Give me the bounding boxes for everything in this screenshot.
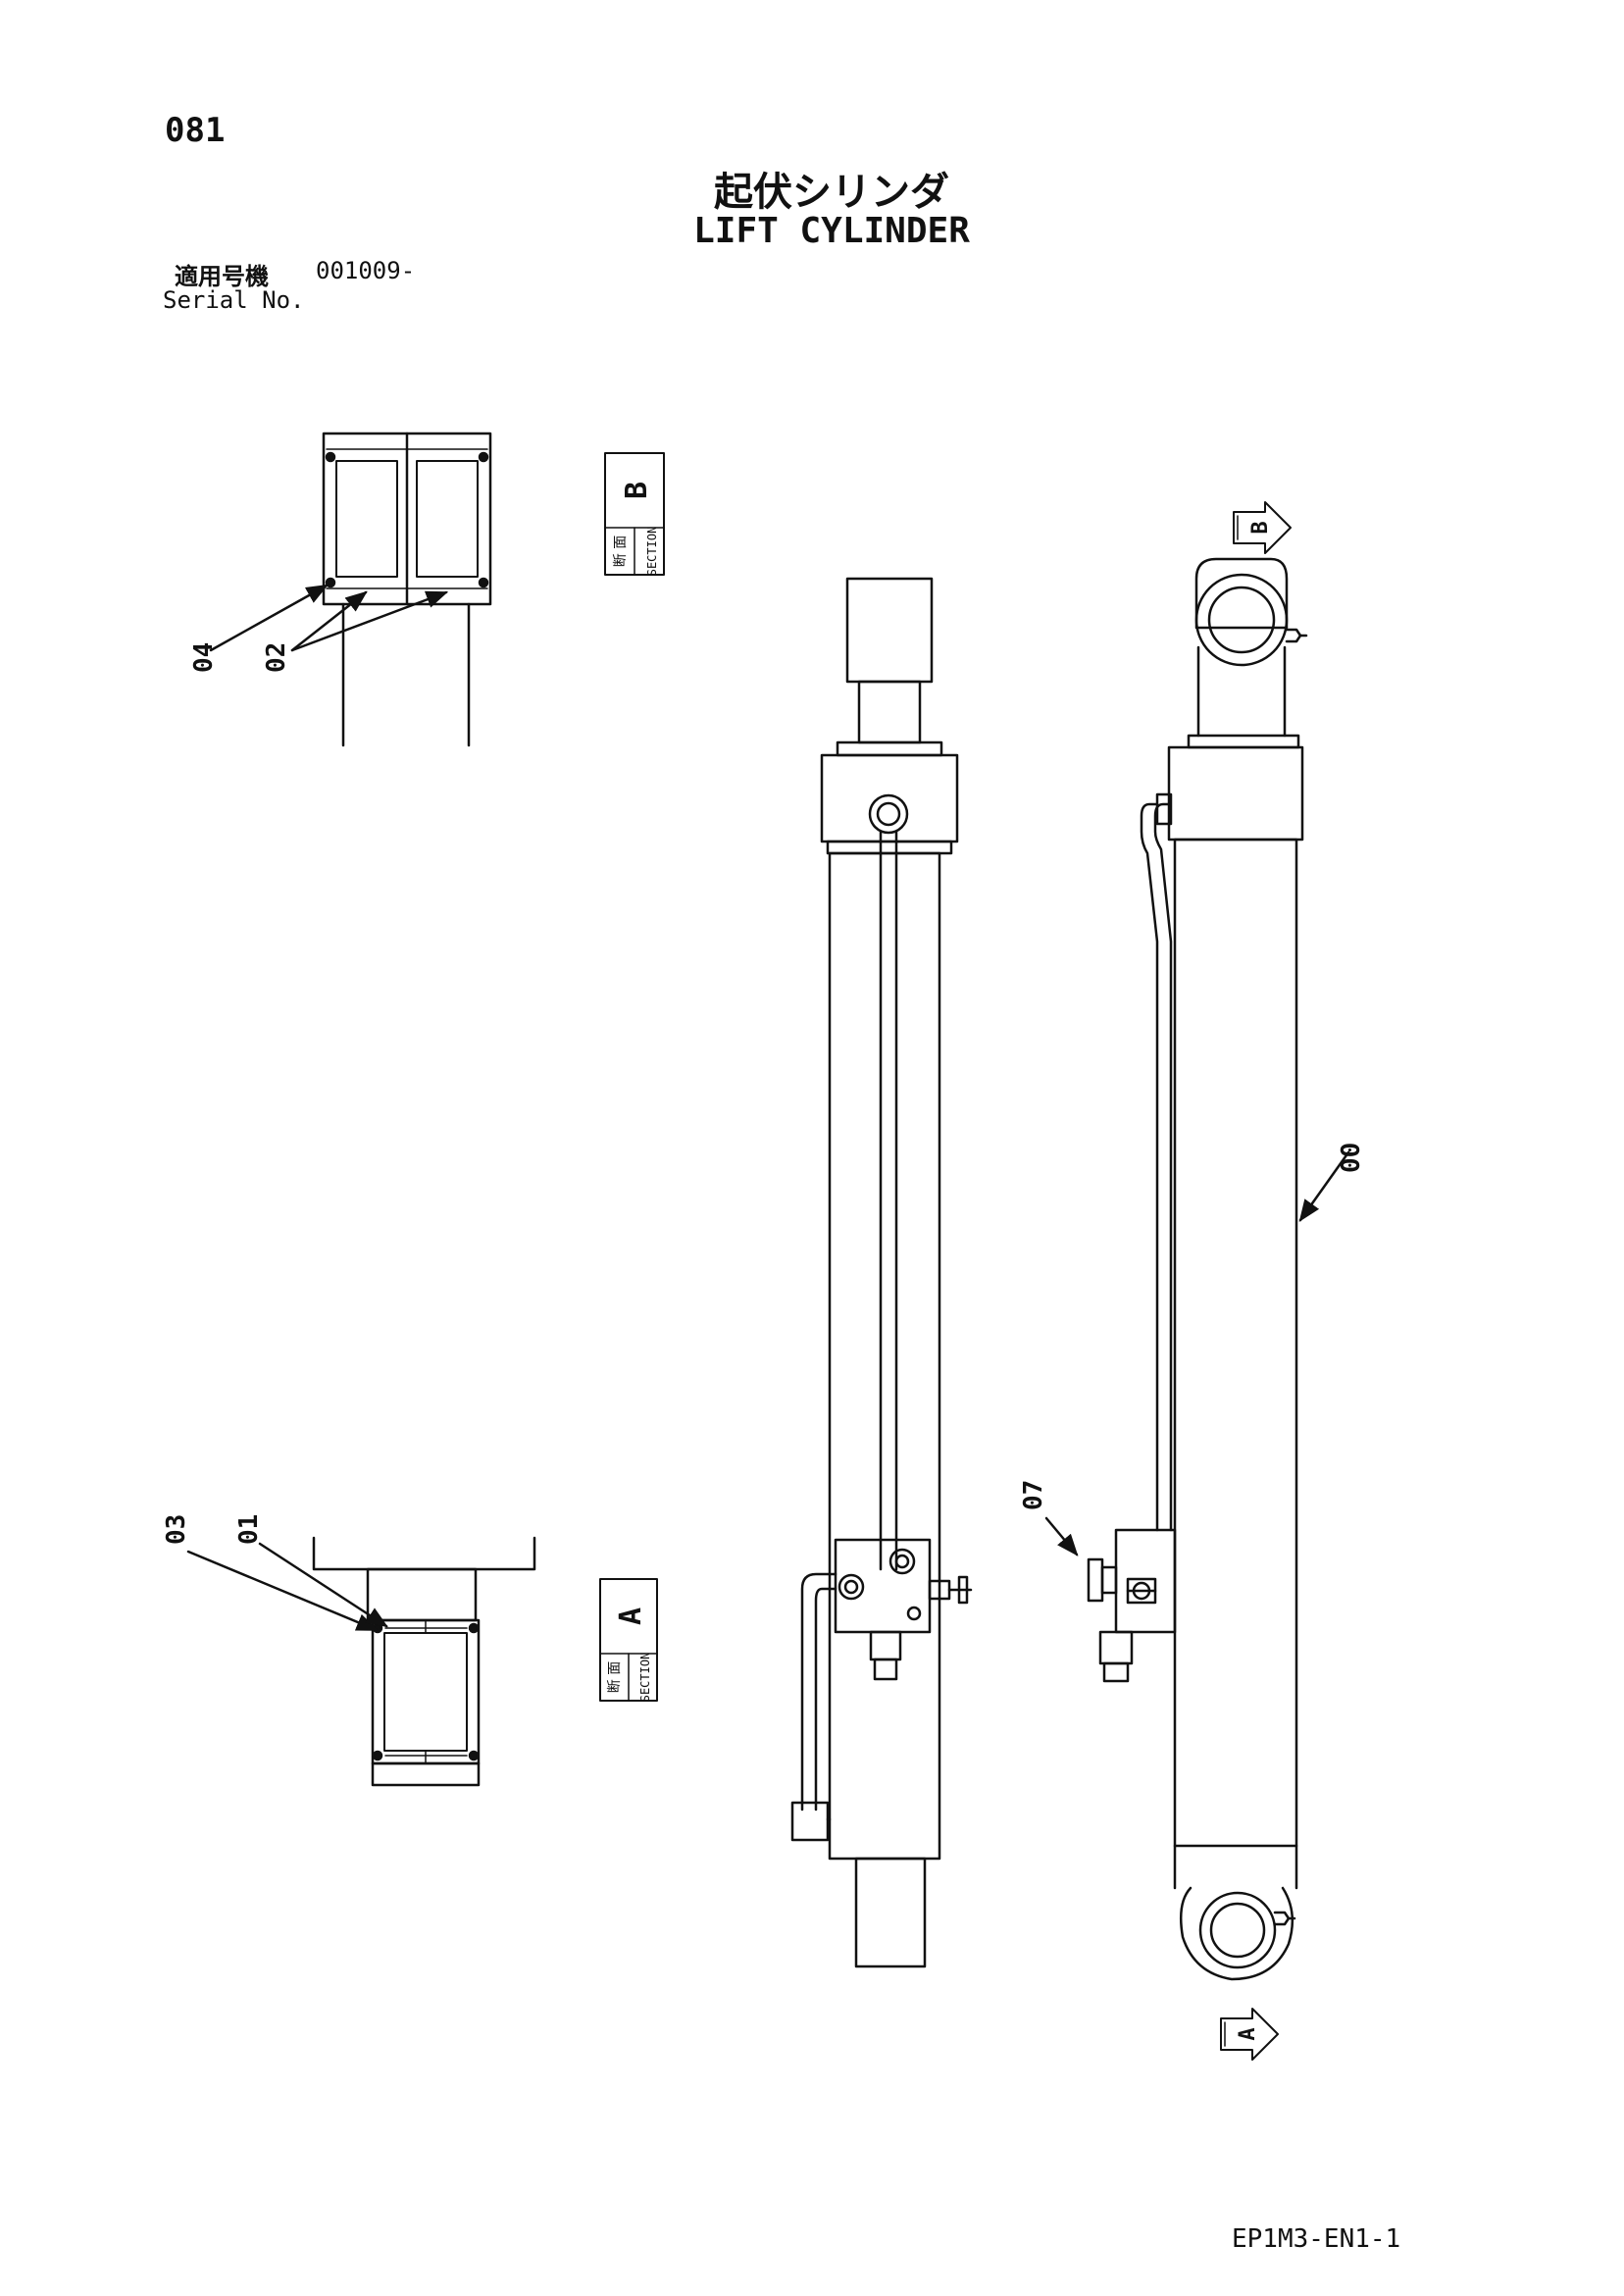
view-arrow-b-letter: B: [1248, 521, 1273, 534]
serial-label-japanese: 適用号機: [175, 263, 269, 290]
part-label-02: 02: [262, 642, 291, 673]
part-label-03: 03: [162, 1514, 191, 1545]
view-arrow-a: [1220, 2008, 1279, 2061]
title-japanese: 起伏シリンダ: [714, 170, 949, 215]
serial-label-english: Serial No.: [163, 286, 305, 314]
section-b-tag: [604, 452, 665, 576]
section-b-letter: B: [620, 482, 654, 499]
section-a-tag: [599, 1578, 658, 1702]
leader-07: [1044, 1516, 1079, 1556]
section-a-jp: 断 面: [607, 1661, 623, 1693]
section-b-detail: [209, 432, 492, 747]
section-b-jp: 断 面: [613, 536, 629, 567]
cylinder-front-view: [790, 577, 973, 1968]
section-a-letter: A: [614, 1607, 648, 1625]
leader-00: [1298, 1150, 1350, 1222]
part-label-00: 00: [1337, 1143, 1366, 1173]
part-label-04: 04: [189, 642, 219, 673]
view-arrow-a-letter: A: [1236, 2027, 1260, 2040]
document-code: EP1M3-EN1-1: [1232, 2224, 1401, 2254]
section-a-en: SECTION: [638, 1653, 652, 1703]
section-a-detail: [186, 1536, 536, 1787]
part-label-01: 01: [234, 1514, 264, 1545]
serial-number-value: 001009-: [316, 257, 416, 284]
section-b-en: SECTION: [645, 527, 659, 577]
view-arrow-b: [1233, 501, 1292, 554]
title-english: LIFT CYLINDER: [693, 211, 970, 251]
cylinder-side-view: [1087, 557, 1308, 1981]
page-number: 081: [165, 111, 226, 150]
part-label-07: 07: [1019, 1480, 1048, 1510]
